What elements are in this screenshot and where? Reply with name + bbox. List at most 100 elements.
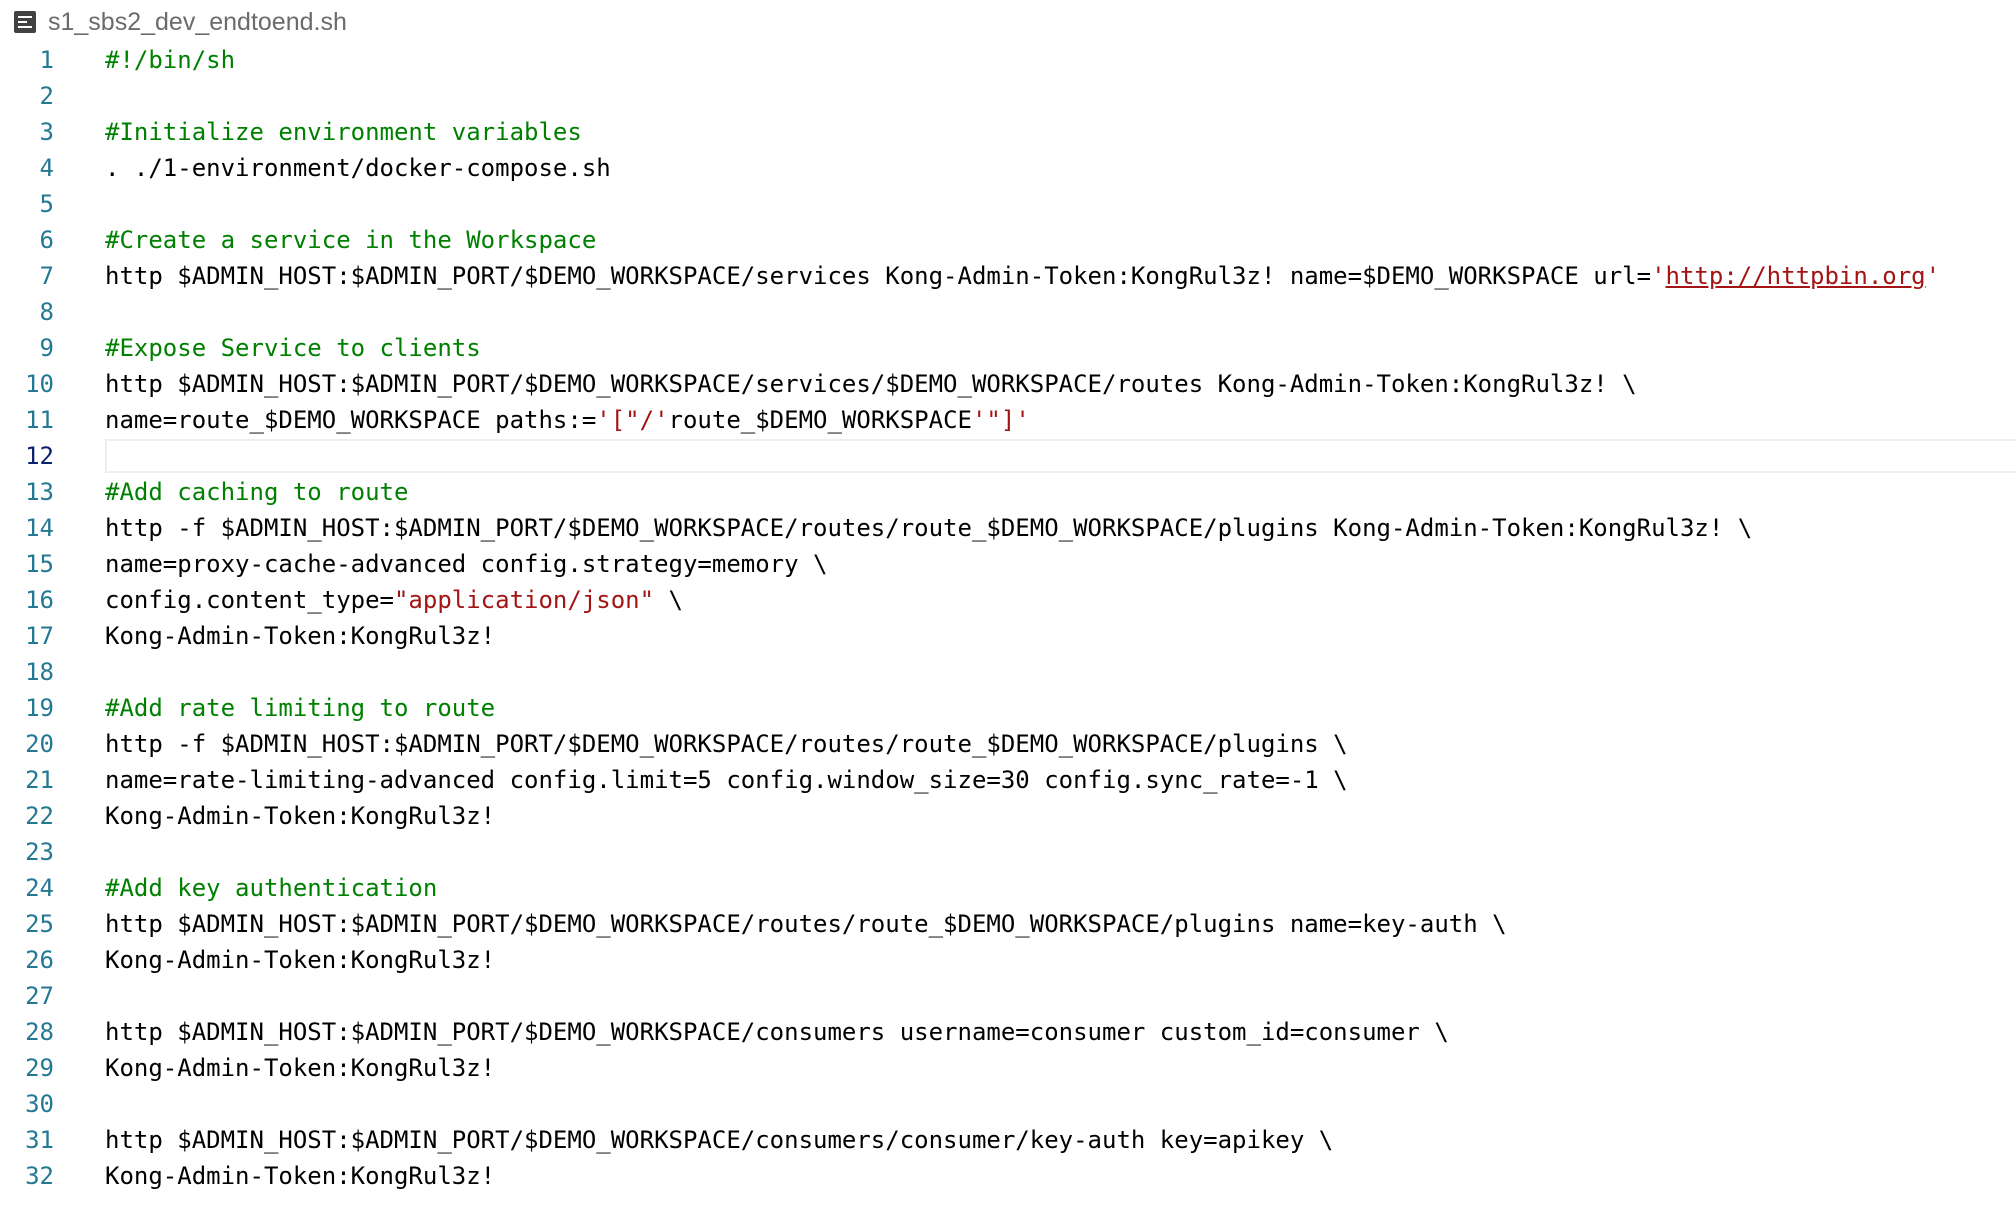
line-number: 16 (25, 586, 54, 614)
code-line[interactable]: 23 (0, 834, 2016, 870)
code-line[interactable]: 24 #Add key authentication (0, 870, 2016, 906)
comment-token: #Initialize environment variables (105, 118, 582, 146)
code-line[interactable]: 32 Kong-Admin-Token:KongRul3z! (0, 1158, 2016, 1194)
code-line[interactable]: 10 http $ADMIN_HOST:$ADMIN_PORT/$DEMO_WOR… (0, 366, 2016, 402)
code-line[interactable]: 1#!/bin/sh (0, 42, 2016, 78)
code-token: Kong-Admin-Token:KongRul3z! (105, 1162, 496, 1190)
code-line[interactable]: 9 #Expose Service to clients (0, 330, 2016, 366)
code-line[interactable]: 5 (0, 186, 2016, 222)
code-line[interactable]: 15 name=proxy-cache-advanced config.strat… (0, 546, 2016, 582)
code-token: http -f $ADMIN_HOST:$ADMIN_PORT/$DEMO_WO… (105, 514, 1753, 542)
line-number: 28 (25, 1018, 54, 1046)
line-number: 26 (25, 946, 54, 974)
line-number: 13 (25, 478, 54, 506)
code-token: \ (654, 586, 683, 614)
code-line[interactable]: 22 Kong-Admin-Token:KongRul3z! (0, 798, 2016, 834)
line-code: #Create a service in the Workspace (105, 222, 596, 258)
line-code: http $ADMIN_HOST:$ADMIN_PORT/$DEMO_WORKS… (105, 1014, 1449, 1050)
line-number: 23 (25, 838, 54, 866)
string-token: ' (1651, 262, 1666, 290)
line-code: #Add rate limiting to route (105, 690, 495, 726)
line-number: 24 (25, 874, 54, 902)
code-token: Kong-Admin-Token:KongRul3z! (105, 622, 496, 650)
line-number: 18 (25, 658, 54, 686)
tab-title: s1_sbs2_dev_endtoend.sh (48, 7, 347, 36)
line-number: 10 (25, 370, 54, 398)
line-code: name=route_$DEMO_WORKSPACE paths:='["/'r… (105, 402, 1030, 438)
line-number: 25 (25, 910, 54, 938)
line-number: 9 (39, 334, 54, 362)
code-line[interactable]: 16 config.content_type="application/json"… (0, 582, 2016, 618)
code-line[interactable]: 3 #Initialize environment variables (0, 114, 2016, 150)
comment-token: #Add rate limiting to route (105, 694, 496, 722)
code-line[interactable]: 31 http $ADMIN_HOST:$ADMIN_PORT/$DEMO_WOR… (0, 1122, 2016, 1158)
line-number: 17 (25, 622, 54, 650)
line-code: #Add caching to route (105, 474, 408, 510)
code-line[interactable]: 29 Kong-Admin-Token:KongRul3z! (0, 1050, 2016, 1086)
string-token: "application/json" (393, 586, 655, 614)
code-token: name=route_$DEMO_WORKSPACE paths:= (105, 406, 597, 434)
line-number: 30 (25, 1090, 54, 1118)
code-line[interactable]: 18 (0, 654, 2016, 690)
line-code: Kong-Admin-Token:KongRul3z! (105, 1158, 495, 1194)
line-number: 2 (39, 82, 54, 110)
line-number: 15 (25, 550, 54, 578)
line-code: Kong-Admin-Token:KongRul3z! (105, 618, 495, 654)
line-code: http $ADMIN_HOST:$ADMIN_PORT/$DEMO_WORKS… (105, 906, 1507, 942)
line-code: http -f $ADMIN_HOST:$ADMIN_PORT/$DEMO_WO… (105, 726, 1348, 762)
code-line[interactable]: 21 name=rate-limiting-advanced config.lim… (0, 762, 2016, 798)
code-line[interactable]: 19#Add rate limiting to route (0, 690, 2016, 726)
line-code: http $ADMIN_HOST:$ADMIN_PORT/$DEMO_WORKS… (105, 366, 1637, 402)
code-token: . ./1-environment/docker-compose.sh (105, 154, 611, 182)
comment-token: #Add caching to route (105, 478, 409, 506)
code-line[interactable]: 27 (0, 978, 2016, 1014)
code-token: name=proxy-cache-advanced config.strateg… (105, 550, 828, 578)
line-number: 3 (39, 118, 54, 146)
line-number: 21 (25, 766, 54, 794)
code-line[interactable]: 12 (0, 438, 2016, 474)
comment-token: #Create a service in the Workspace (105, 226, 597, 254)
code-line[interactable]: 6 #Create a service in the Workspace (0, 222, 2016, 258)
code-token: config.content_type= (105, 586, 394, 614)
code-line[interactable]: 13 #Add caching to route (0, 474, 2016, 510)
line-number: 22 (25, 802, 54, 830)
line-code: #Expose Service to clients (105, 330, 481, 366)
line-number: 6 (39, 226, 54, 254)
line-number: 4 (39, 154, 54, 182)
line-number: 31 (25, 1126, 54, 1154)
current-line-highlight (105, 439, 2016, 473)
line-code: #!/bin/sh (105, 42, 235, 78)
line-number: 32 (25, 1162, 54, 1190)
line-number: 29 (25, 1054, 54, 1082)
file-text-icon (14, 11, 36, 33)
line-code: http $ADMIN_HOST:$ADMIN_PORT/$DEMO_WORKS… (105, 1122, 1333, 1158)
code-token: http $ADMIN_HOST:$ADMIN_PORT/$DEMO_WORKS… (105, 262, 1652, 290)
code-line[interactable]: 2 (0, 78, 2016, 114)
line-number: 8 (39, 298, 54, 326)
line-code: #Initialize environment variables (105, 114, 582, 150)
code-token: Kong-Admin-Token:KongRul3z! (105, 802, 496, 830)
code-token: http $ADMIN_HOST:$ADMIN_PORT/$DEMO_WORKS… (105, 370, 1637, 398)
code-line[interactable]: 4 . ./1-environment/docker-compose.sh (0, 150, 2016, 186)
code-line[interactable]: 17 Kong-Admin-Token:KongRul3z! (0, 618, 2016, 654)
url-link[interactable]: http://httpbin.org (1665, 262, 1926, 290)
string-token: ' (1925, 262, 1941, 290)
code-line[interactable]: 25 http $ADMIN_HOST:$ADMIN_PORT/$DEMO_WOR… (0, 906, 2016, 942)
code-token: http $ADMIN_HOST:$ADMIN_PORT/$DEMO_WORKS… (105, 1018, 1449, 1046)
code-token: http -f $ADMIN_HOST:$ADMIN_PORT/$DEMO_WO… (105, 730, 1348, 758)
editor-tab[interactable]: s1_sbs2_dev_endtoend.sh (14, 4, 347, 40)
code-line[interactable]: 8 (0, 294, 2016, 330)
code-token: name=rate-limiting-advanced config.limit… (105, 766, 1348, 794)
line-number: 12 (25, 442, 54, 470)
code-line[interactable]: 30 (0, 1086, 2016, 1122)
line-code: #Add key authentication (105, 870, 437, 906)
line-code: Kong-Admin-Token:KongRul3z! (105, 1050, 495, 1086)
comment-token: #!/bin/sh (105, 46, 236, 74)
code-line[interactable]: 28 http $ADMIN_HOST:$ADMIN_PORT/$DEMO_WOR… (0, 1014, 2016, 1050)
